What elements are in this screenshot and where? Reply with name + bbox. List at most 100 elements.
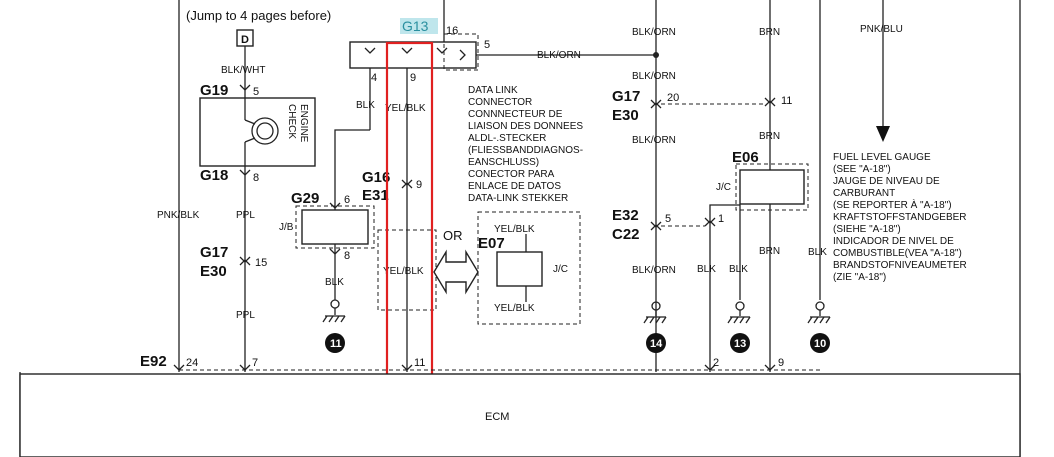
ground-10-icon xyxy=(810,333,830,353)
wire-blk-e: BLK xyxy=(808,247,827,258)
arrow-down-icon xyxy=(876,126,890,142)
wire-ppl-b: PPL xyxy=(236,310,255,321)
svg-text:FUEL LEVEL GAUGE: FUEL LEVEL GAUGE xyxy=(833,152,931,163)
ground-13-icon xyxy=(730,333,750,353)
connector-g16: G16 xyxy=(362,169,390,186)
wire-yel-blk-c: YEL/BLK xyxy=(494,224,535,235)
connector-g13-block xyxy=(349,41,477,69)
pin-ecm-24: 24 xyxy=(186,357,198,369)
jb-label: J/B xyxy=(279,222,294,233)
svg-text:ALDL-.STECKER: ALDL-.STECKER xyxy=(468,133,546,144)
wire-blk-orn-b: BLK/ORN xyxy=(632,27,676,38)
check-engine-label-2: ENGINE xyxy=(298,104,309,143)
jb-box xyxy=(301,209,369,245)
pin-g16-9: 9 xyxy=(416,179,422,191)
svg-text:DATA-LINK STEKKER: DATA-LINK STEKKER xyxy=(468,193,568,204)
pin-g13-5: 5 xyxy=(484,39,490,51)
check-engine-lamp-icon xyxy=(251,117,279,145)
highlight-box xyxy=(385,41,434,388)
svg-text:EANSCHLUSS): EANSCHLUSS) xyxy=(468,157,539,168)
svg-text:JAUGE DE NIVEAU DE: JAUGE DE NIVEAU DE xyxy=(833,176,940,187)
pin-g17r-20: 20 xyxy=(667,92,679,104)
svg-text:LIAISON DES DONNEES: LIAISON DES DONNEES xyxy=(468,121,583,132)
pin-g19-5: 5 xyxy=(253,86,259,98)
jc-e07-box xyxy=(496,251,543,287)
jc-e07-label: J/C xyxy=(553,264,568,275)
ground-14: 14 xyxy=(650,338,663,350)
connector-g13-tag xyxy=(400,18,438,34)
connector-g18: G18 xyxy=(200,167,228,184)
pin-g18-8: 8 xyxy=(253,172,259,184)
wire-brn-a: BRN xyxy=(759,27,780,38)
pin-g29-6: 6 xyxy=(344,194,350,206)
connector-e06: E06 xyxy=(732,149,759,166)
svg-text:(ZIE "A-18"): (ZIE "A-18") xyxy=(833,272,886,283)
svg-text:INDICADOR DE NIVEL DE: INDICADOR DE NIVEL DE xyxy=(833,236,954,247)
ground-11-icon xyxy=(325,333,345,353)
wire-blk-wht: BLK/WHT xyxy=(221,65,265,76)
svg-text:CONNECTOR: CONNECTOR xyxy=(468,97,532,108)
connector-g17-right: G17 xyxy=(612,88,640,105)
wire-blk-a: BLK xyxy=(356,100,375,111)
check-engine-label-1: CHECK xyxy=(286,104,297,139)
wire-blk-d: BLK xyxy=(729,264,748,275)
pin-g13-4: 4 xyxy=(371,72,377,84)
connector-e32: E32 xyxy=(612,207,639,224)
dlc-description: DATA LINK CONNECTOR CONNNECTEUR DE LIAIS… xyxy=(468,85,583,204)
pin-ecm-9: 9 xyxy=(778,357,784,369)
wire-blk-b: BLK xyxy=(325,277,344,288)
jc-e06-box xyxy=(739,169,805,205)
svg-text:(SIEHE "A-18"): (SIEHE "A-18") xyxy=(833,224,901,235)
connector-g17-left: G17 xyxy=(200,244,228,261)
svg-text:(FLIESSBANDDIAGNOS-: (FLIESSBANDDIAGNOS- xyxy=(468,145,583,156)
connector-g29: G29 xyxy=(291,190,319,207)
connector-g19: G19 xyxy=(200,82,228,99)
wire-yel-blk-d: YEL/BLK xyxy=(494,303,535,314)
connector-e30-right: E30 xyxy=(612,107,639,124)
connector-e92: E92 xyxy=(140,353,167,370)
svg-text:DATA LINK: DATA LINK xyxy=(468,85,518,96)
pin-ecm-11: 11 xyxy=(414,357,425,369)
connector-g13: G13 xyxy=(402,18,429,34)
svg-text:KRAFTSTOFFSTANDGEBER: KRAFTSTOFFSTANDGEBER xyxy=(833,212,967,223)
wire-pnk-blk: PNK/BLK xyxy=(157,210,200,221)
connector-e31: E31 xyxy=(362,187,389,204)
wire-yel-blk-a: YEL/BLK xyxy=(385,103,426,114)
wire-blk-c: BLK xyxy=(697,264,716,275)
jc-e06-label: J/C xyxy=(716,182,731,193)
pin-g17r-11: 11 xyxy=(781,95,792,107)
svg-text:BRANDSTOFNIVEAUMETER: BRANDSTOFNIVEAUMETER xyxy=(833,260,967,271)
wire-brn-c: BRN xyxy=(759,246,780,257)
fuel-gauge-description: FUEL LEVEL GAUGE (SEE "A-18") JAUGE DE N… xyxy=(833,152,967,283)
wire-brn-b: BRN xyxy=(759,131,780,142)
connector-c22: C22 xyxy=(612,226,640,243)
ground-14-icon xyxy=(646,333,666,353)
or-arrow-icon xyxy=(433,249,479,295)
svg-text:(SEE "A-18"): (SEE "A-18") xyxy=(833,164,891,175)
wire-yel-blk-b: YEL/BLK xyxy=(383,266,424,277)
d-marker: D xyxy=(241,34,249,46)
ecm-box xyxy=(19,373,1021,457)
svg-text:CARBURANT: CARBURANT xyxy=(833,188,895,199)
wire-blk-orn-d: BLK/ORN xyxy=(632,135,676,146)
svg-text:CONNNECTEUR DE: CONNNECTEUR DE xyxy=(468,109,563,120)
wire-blk-orn-a: BLK/ORN xyxy=(537,50,581,61)
svg-text:ENLACE DE DATOS: ENLACE DE DATOS xyxy=(468,181,561,192)
connector-e07: E07 xyxy=(478,235,505,252)
ground-11: 11 xyxy=(330,338,342,350)
pin-g29-8: 8 xyxy=(344,250,350,262)
svg-text:COMBUSTIBLE(VEA "A-18"): COMBUSTIBLE(VEA "A-18") xyxy=(833,248,962,259)
svg-text:(SE REPORTER À "A-18"): (SE REPORTER À "A-18") xyxy=(833,198,952,211)
connector-e30-left: E30 xyxy=(200,263,227,280)
ground-10: 10 xyxy=(814,338,826,350)
pin-e32-1: 1 xyxy=(718,213,724,225)
pin-e32-5: 5 xyxy=(665,213,671,225)
ecm-label: ECM xyxy=(485,411,509,423)
wire-ppl-a: PPL xyxy=(236,210,255,221)
pin-ecm-7: 7 xyxy=(252,357,258,369)
pin-g13-16: 16 xyxy=(446,25,458,37)
pin-g13-9: 9 xyxy=(410,72,416,84)
wire-pnk-blu: PNK/BLU xyxy=(860,24,903,35)
svg-text:CONECTOR PARA: CONECTOR PARA xyxy=(468,169,555,180)
